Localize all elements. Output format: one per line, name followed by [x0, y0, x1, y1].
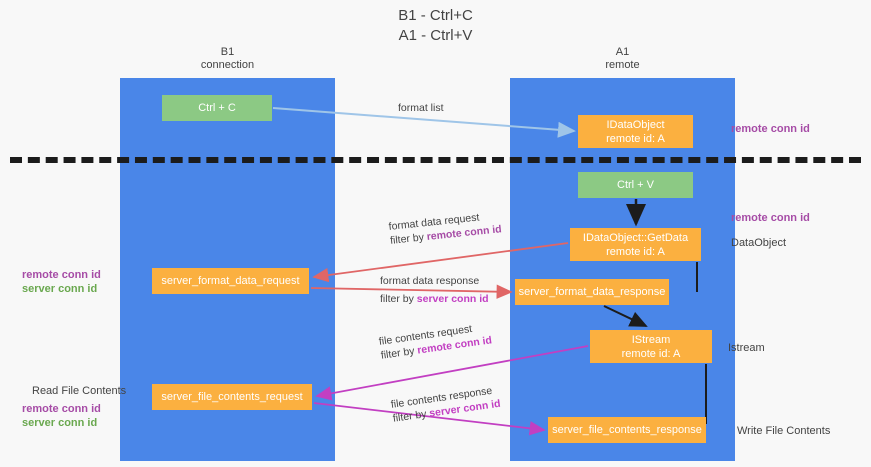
label-server-conn-id-left: server conn id [22, 283, 98, 295]
node-ctrl-c-label: Ctrl + C [198, 102, 236, 114]
label-group-conn-ids-bottom: remote conn id server conn id [22, 402, 101, 430]
title-line-2: A1 - Ctrl+V [398, 27, 473, 44]
node-idataobject[interactable]: IDataObject remote id: A [578, 115, 693, 148]
label-remote-conn-id-left: remote conn id [22, 269, 101, 281]
lane-header-b1: B1 connection [120, 46, 335, 72]
node-sfdreq-label: server_format_data_request [161, 275, 300, 287]
lane-header-a1-role: remote [605, 59, 640, 71]
edge-label-fdresp-line2: filter by server conn id [380, 292, 489, 306]
diagram-title: B1 - Ctrl+C A1 - Ctrl+V [0, 6, 871, 46]
edge-label-fdreq-prefix: filter by [389, 231, 428, 247]
node-idataobject-line2: remote id: A [606, 132, 665, 145]
node-getdata-line2: remote id: A [606, 245, 665, 258]
label-istream: Istream [728, 342, 765, 354]
node-idataobject-getdata[interactable]: IDataObject::GetData remote id: A [570, 228, 701, 261]
node-idataobject-line1: IDataObject [606, 118, 665, 131]
node-ctrl-c[interactable]: Ctrl + C [162, 95, 272, 121]
edge-label-fcresp-prefix: filter by [392, 407, 431, 425]
edge-label-fdresp-prefix: filter by [380, 293, 417, 305]
edge-label-file-contents-response: file contents response filter by server … [390, 383, 501, 426]
node-istream-line2: remote id: A [621, 347, 681, 360]
lane-header-b1-name: B1 [220, 46, 235, 58]
lane-header-b1-role: connection [200, 59, 255, 71]
label-dataobject: DataObject [731, 237, 787, 249]
node-istream-line1: IStream [631, 333, 671, 346]
edge-label-file-contents-request: file contents request filter by remote c… [378, 319, 493, 362]
edge-label-format-list: format list [398, 101, 444, 115]
lane-header-a1: A1 remote [510, 46, 735, 72]
node-sfcreq-label: server_file_contents_request [161, 391, 303, 403]
title-line-1: B1 - Ctrl+C [398, 7, 473, 24]
node-server-file-contents-request[interactable]: server_file_contents_request [152, 384, 312, 410]
node-ctrl-v-label: Ctrl + V [617, 179, 654, 191]
node-sfcresp-label: server_file_contents_response [552, 424, 702, 436]
edge-label-format-list-text: format list [398, 102, 444, 114]
node-server-format-data-response[interactable]: server_format_data_response [515, 279, 669, 305]
node-getdata-line1: IDataObject::GetData [582, 231, 689, 244]
label-remote-conn-id-mid: remote conn id [731, 212, 810, 224]
label-group-conn-ids-top: remote conn id server conn id [22, 268, 101, 296]
label-remote-conn-id-top: remote conn id [731, 123, 810, 135]
edge-label-format-data-request: format data request filter by remote con… [388, 208, 502, 248]
label-server-conn-id-left-2: server conn id [22, 417, 98, 429]
edge-label-fcreq-prefix: filter by [380, 344, 419, 362]
edge-label-fdresp-line1: format data response [380, 275, 480, 287]
edge-label-format-data-response: format data response filter by server co… [380, 274, 489, 306]
label-remote-conn-id-left-2: remote conn id [22, 403, 101, 415]
label-read-file-contents: Read File Contents [32, 385, 127, 397]
node-istream[interactable]: IStream remote id: A [590, 330, 712, 363]
node-ctrl-v[interactable]: Ctrl + V [578, 172, 693, 198]
node-server-file-contents-response[interactable]: server_file_contents_response [548, 417, 706, 443]
lane-header-a1-name: A1 [615, 46, 630, 58]
edge-label-fdresp-key: server conn id [416, 293, 489, 305]
node-sfdresp-label: server_format_data_response [518, 286, 666, 298]
node-server-format-data-request[interactable]: server_format_data_request [152, 268, 309, 294]
phase-divider [10, 157, 861, 163]
label-write-file-contents: Write File Contents [737, 425, 831, 437]
